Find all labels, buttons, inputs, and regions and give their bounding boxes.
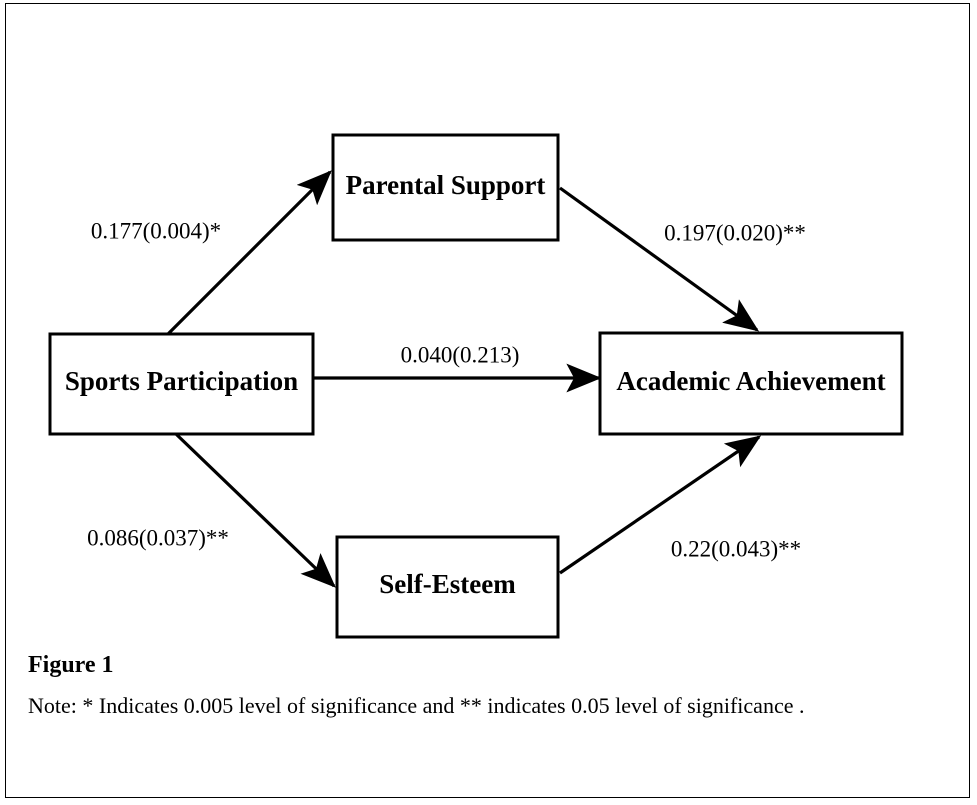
figure-caption-note: Note: * Indicates 0.005 level of signifi… [28,693,804,718]
edge-parental-to-academic: 0.197(0.020)** [559,186,806,332]
node-label-self-esteem: Self-Esteem [379,569,516,599]
edge-line [559,435,762,575]
node-label-sports-participation: Sports Participation [65,366,298,396]
node-box [48,332,315,436]
edge-label-sports-to-esteem: 0.086(0.037)** [87,525,229,550]
edge-line [174,432,336,588]
node-label-parental-support: Parental Support [346,170,546,200]
edge-esteem-to-academic: 0.22(0.043)** [559,435,801,575]
figure-outer-border [5,3,970,798]
node-box [335,535,560,639]
node-box [331,133,560,242]
edge-label-sports-to-parental: 0.177(0.004)* [91,218,221,243]
node-self-esteem: Self-Esteem [335,535,560,639]
figure-caption-title: Figure 1 [28,652,114,678]
edge-sports-to-academic: 0.040(0.213) [313,342,602,393]
node-academic-achievement: Academic Achievement [598,331,904,436]
edge-label-parental-to-academic: 0.197(0.020)** [664,220,806,245]
edge-sports-to-parental: 0.177(0.004)* [91,170,332,336]
edge-label-sports-to-academic: 0.040(0.213) [401,342,520,367]
node-sports-participation: Sports Participation [48,332,315,436]
node-parental-support: Parental Support [331,133,560,242]
node-box [598,331,904,436]
edge-label-esteem-to-academic: 0.22(0.043)** [671,536,801,561]
edge-line [166,170,332,336]
node-label-academic-achievement: Academic Achievement [616,366,885,396]
edge-line [559,186,760,332]
edge-sports-to-esteem: 0.086(0.037)** [87,432,336,588]
